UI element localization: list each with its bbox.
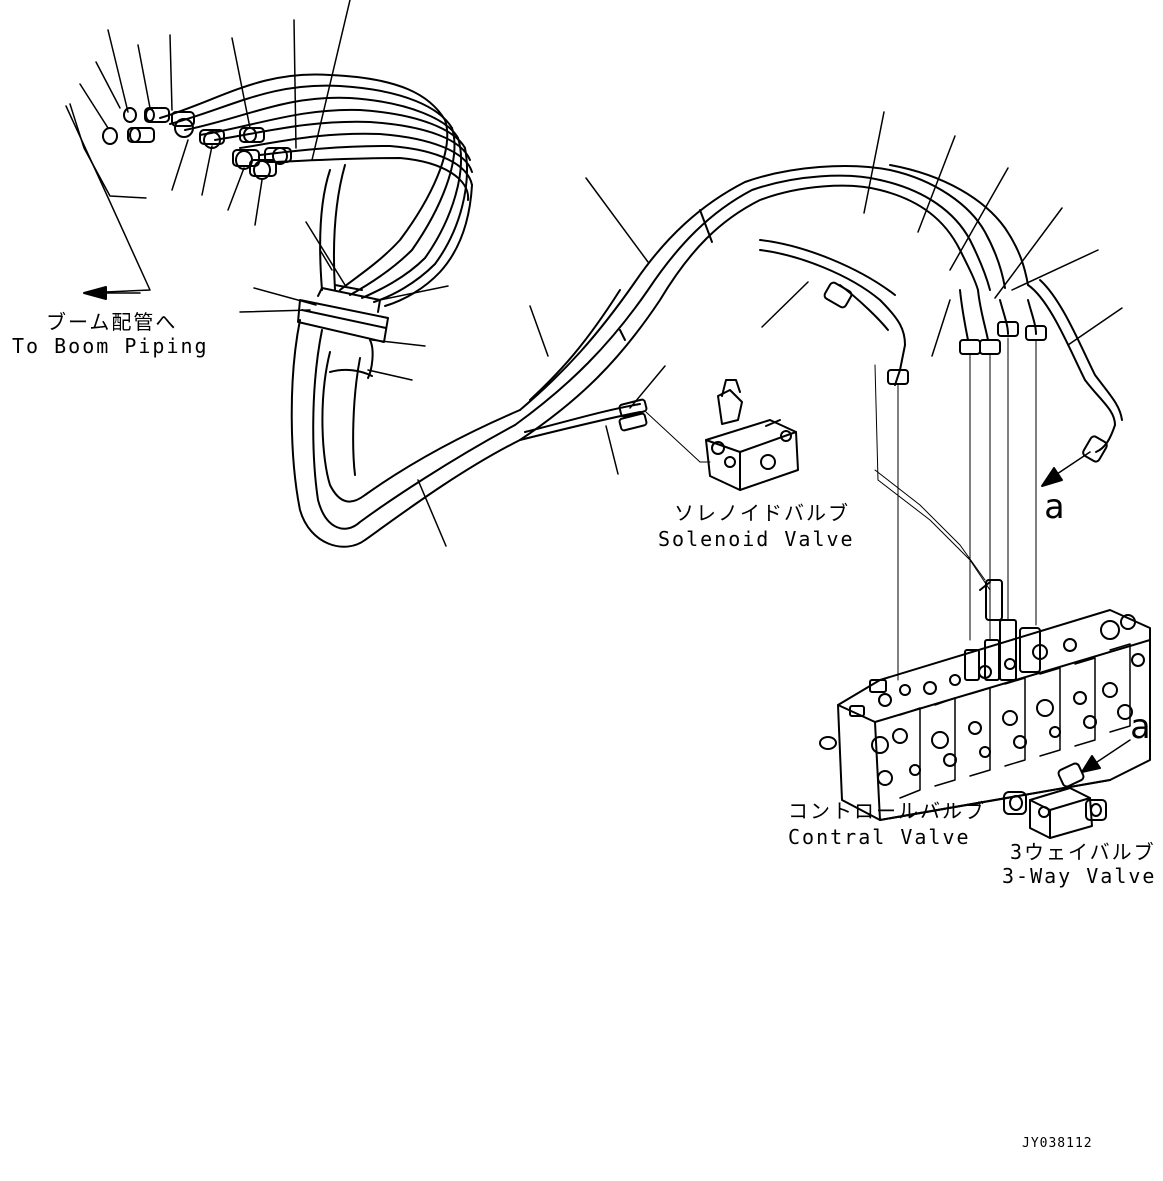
control-valve-label-jp: コントロールバルブ: [788, 799, 986, 823]
arrow-view-a-top: [1041, 451, 1091, 487]
control-valve-label-en: Contral Valve: [788, 825, 971, 849]
hose-bundle-mid: [514, 164, 1123, 441]
hose-clamp: [297, 284, 389, 343]
arrow-to-boom-piping: [83, 286, 141, 300]
solenoid-valve-label-jp: ソレノイドバルブ: [674, 501, 850, 525]
solenoid-valve-label-en: Solenoid Valve: [658, 527, 855, 551]
vertical-hose-ends: [823, 281, 1116, 463]
leader-lines: [65, 0, 1123, 547]
connection-lines: [874, 337, 1037, 681]
hose-end-fittings-cluster: [102, 107, 292, 180]
three-way-valve-label-jp: 3ウェイバルブ: [1010, 840, 1156, 864]
solenoid-valve-drawing: [645, 379, 799, 491]
hose-bundle-lower-loop: [290, 319, 521, 548]
hose-to-solenoid: [519, 398, 648, 441]
arrow-view-a-bottom: [1081, 739, 1131, 773]
drawing-code: JY038112: [1022, 1136, 1093, 1151]
view-a-marker-top: a: [1044, 487, 1065, 527]
three-way-valve-drawing: [1003, 762, 1107, 839]
three-way-valve-label-en: 3-Way Valve: [1002, 864, 1157, 888]
view-a-marker-bottom: a: [1130, 707, 1151, 747]
boom-piping-label-jp: ブーム配管へ: [46, 310, 178, 334]
boom-piping-label-en: To Boom Piping: [12, 334, 209, 358]
control-valve-drawing: [819, 579, 1151, 821]
hose-bundle-upper: [159, 73, 473, 307]
